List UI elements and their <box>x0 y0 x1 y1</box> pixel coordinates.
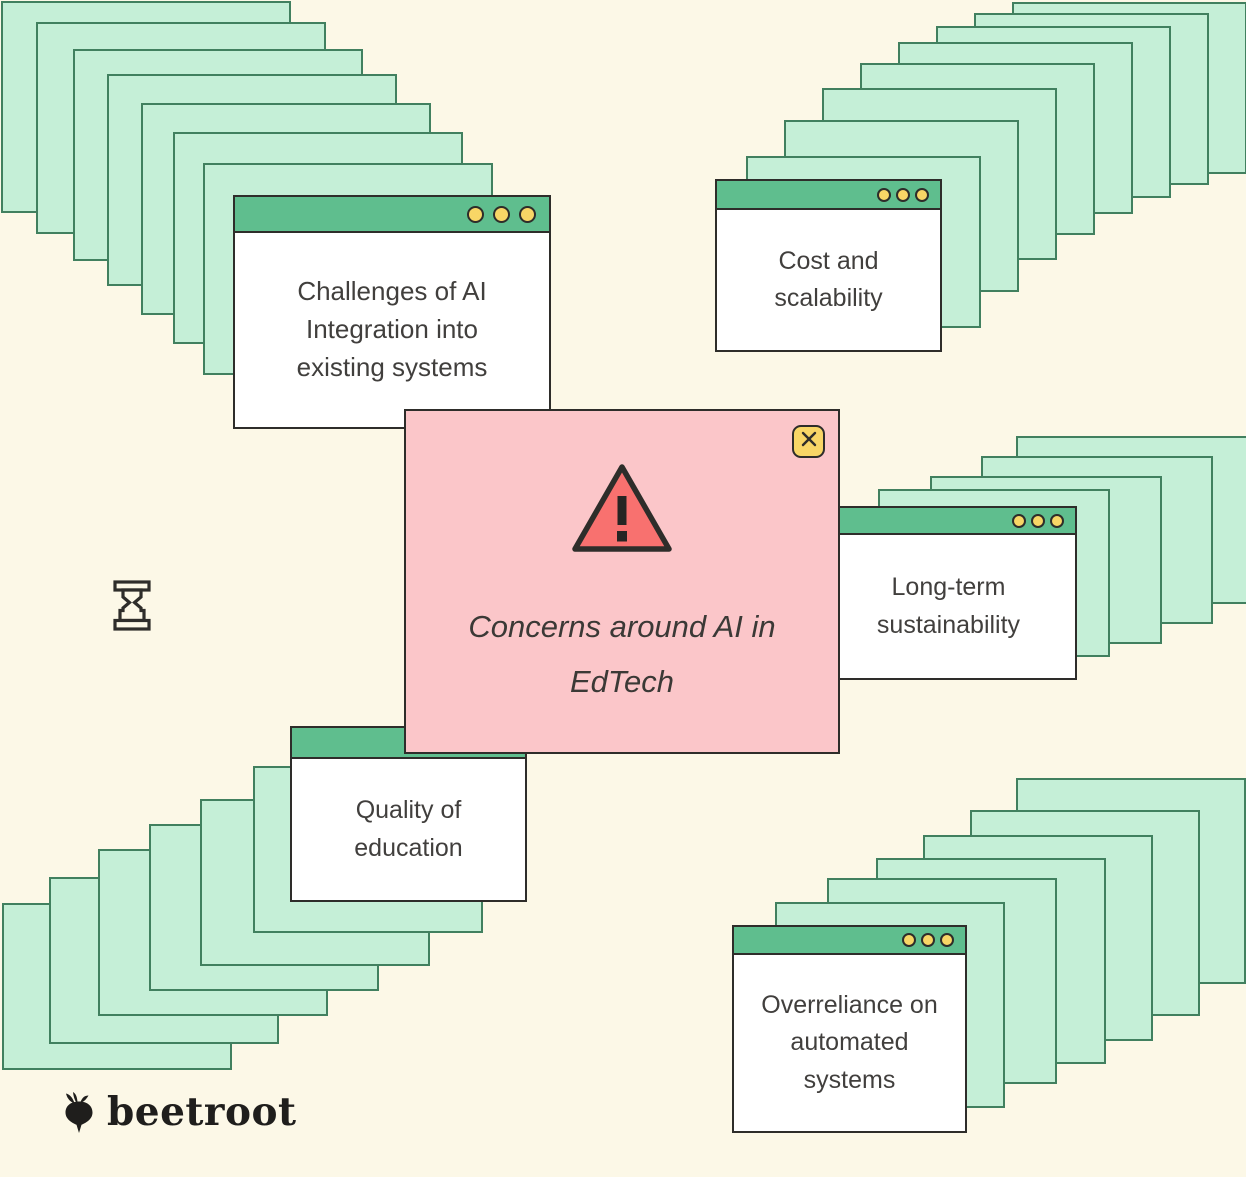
window-label: Challenges of AI Integration into existi… <box>296 276 488 382</box>
stacked-window <box>974 13 1209 185</box>
window-button-circle[interactable] <box>896 187 910 202</box>
window-label: Long-term sustainability <box>876 573 1021 639</box>
close-button[interactable] <box>792 425 825 458</box>
window-button-circle[interactable] <box>915 187 929 202</box>
alert-dialog: Concerns around AI in EdTech <box>404 409 840 754</box>
window-button-circle[interactable] <box>1031 513 1045 528</box>
window-body: Overreliance on automated systems <box>734 955 965 1131</box>
window-button-circle[interactable] <box>1012 513 1026 528</box>
window-button-circle[interactable] <box>902 933 916 947</box>
window-label: Overreliance on automated systems <box>761 990 938 1094</box>
window-cost: Cost and scalability <box>715 179 942 352</box>
window-label: Cost and scalability <box>774 246 883 313</box>
window-button-circle[interactable] <box>493 205 510 223</box>
window-button-circle[interactable] <box>921 933 935 947</box>
window-button-circle[interactable] <box>1050 513 1064 528</box>
stacked-window <box>936 26 1171 198</box>
beetroot-logo: beetroot <box>61 1092 297 1140</box>
window-body: Challenges of AI Integration into existi… <box>235 233 549 427</box>
window-titlebar <box>717 181 940 210</box>
stacked-window <box>970 810 1200 1016</box>
window-titlebar <box>822 508 1075 535</box>
window-button-circle[interactable] <box>467 205 484 223</box>
stacked-window <box>2 903 232 1070</box>
window-button-circle[interactable] <box>519 205 536 223</box>
window-button-circle[interactable] <box>877 187 891 202</box>
window-challenges: Challenges of AI Integration into existi… <box>233 195 551 429</box>
window-body: Long-term sustainability <box>822 535 1075 678</box>
stacked-window <box>1016 778 1246 984</box>
window-titlebar <box>235 197 549 233</box>
warning-triangle-icon <box>566 458 678 565</box>
window-label: Quality of education <box>354 796 463 862</box>
hourglass-icon <box>112 580 152 637</box>
window-overreliance: Overreliance on automated systems <box>732 925 967 1133</box>
stacked-window <box>1 1 291 213</box>
window-sustainability: Long-term sustainability <box>820 506 1077 680</box>
window-button-circle[interactable] <box>940 933 954 947</box>
window-body: Quality of education <box>292 759 525 900</box>
logo-wordmark: beetroot <box>107 1088 297 1135</box>
close-icon <box>800 430 818 453</box>
beet-icon <box>61 1092 98 1140</box>
stacked-window <box>49 877 279 1044</box>
stacked-window <box>1012 2 1246 174</box>
window-titlebar <box>734 927 965 955</box>
dialog-title: Concerns around AI in EdTech <box>468 609 776 700</box>
window-body: Cost and scalability <box>717 210 940 350</box>
